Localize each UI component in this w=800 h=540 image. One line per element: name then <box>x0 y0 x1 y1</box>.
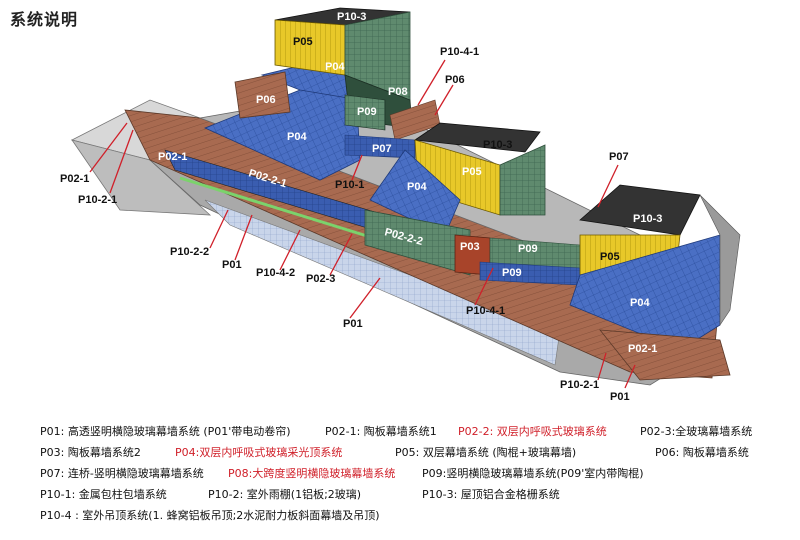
callout-p01-a: P01 <box>222 259 242 271</box>
legend-item-p09: P09:竖明横隐玻璃幕墙系统(P09'室内带陶棍) <box>422 467 644 480</box>
surface-p04-top: P04 <box>325 61 345 73</box>
surface-p08: P08 <box>388 86 408 98</box>
surface-p07: P07 <box>372 143 392 155</box>
legend-item-p03: P03: 陶板幕墙系统2 <box>40 446 141 459</box>
leader-p02-3 <box>329 233 353 276</box>
surface-p02-1: P02-1 <box>158 151 187 163</box>
surface-p02-1-right: P02-1 <box>628 343 657 355</box>
leader-p01-right <box>624 364 636 389</box>
mid-box-side <box>499 144 546 216</box>
legend-item-p02-1: P02-1: 陶板幕墙系统1 <box>325 425 437 438</box>
legend-item-p08: P08:大跨度竖明横隐玻璃幕墙系统 <box>228 467 396 480</box>
p06-box-top <box>234 71 291 119</box>
legend-item-p06: P06: 陶板幕墙系统 <box>655 446 749 459</box>
callout-p10-2-1-right: P10-2-1 <box>560 379 599 391</box>
legend-item-p10-4: P10-4 : 室外吊顶系统(1. 蜂窝铝板吊顶;2水泥耐力板斜面幕墙及吊顶) <box>40 509 380 522</box>
p09-top <box>344 94 386 131</box>
legend: P01: 高透竖明横隐玻璃幕墙系统 (P01'带电动卷帘) P02-1: 陶板幕… <box>40 423 790 528</box>
leader-p10-2-1-left <box>109 129 134 194</box>
callout-p10-2-2: P10-2-2 <box>170 246 209 258</box>
legend-row: P07: 连桥-竖明横隐玻璃幕墙系统 P08:大跨度竖明横隐玻璃幕墙系统 P09… <box>40 465 790 486</box>
leader-p10-2-1-right <box>597 352 607 381</box>
surface-p05-right: P05 <box>600 251 620 263</box>
callout-p10-1: P10-1 <box>335 179 364 191</box>
callout-lines <box>89 59 636 389</box>
leader-p06-top <box>434 84 454 116</box>
callout-p10-4-1-top: P10-4-1 <box>440 46 479 58</box>
glass-right <box>569 234 721 351</box>
legend-item-p10-2: P10-2: 室外雨棚(1铝板;2玻璃) <box>208 488 362 501</box>
legend-item-p10-1: P10-1: 金属包柱包墙系统 <box>40 488 167 501</box>
callout-p10-2-1-left: P10-2-1 <box>78 194 117 206</box>
surface-p05-top: P05 <box>293 36 313 48</box>
leader-p10-4-2 <box>279 229 301 271</box>
callout-p02-3: P02-3 <box>306 273 335 285</box>
legend-item-p01: P01: 高透竖明横隐玻璃幕墙系统 (P01'带电动卷帘) <box>40 425 291 438</box>
callout-p06-top: P06 <box>445 74 465 86</box>
leader-p01-b <box>349 277 381 319</box>
callout-p07-right: P07 <box>609 151 629 163</box>
surface-p10-3-top: P10-3 <box>337 11 366 23</box>
bridge-p07 <box>344 134 416 159</box>
surface-p10-3-right: P10-3 <box>633 213 662 225</box>
legend-row: P03: 陶板幕墙系统2 P04:双层内呼吸式玻璃采光顶系统 P05: 双层幕墙… <box>40 444 790 465</box>
surface-p05-mid: P05 <box>462 166 482 178</box>
callout-p02-1-left: P02-1 <box>60 173 89 185</box>
legend-item-p10-3: P10-3: 屋顶铝合金格栅系统 <box>422 488 560 501</box>
callout-p10-4-1-mid: P10-4-1 <box>466 305 505 317</box>
callout-p01-b: P01 <box>343 318 363 330</box>
terracotta-right <box>599 329 731 381</box>
legend-item-p02-2: P02-2: 双层内呼吸式玻璃系统 <box>458 425 607 438</box>
surface-p04-main: P04 <box>287 131 307 143</box>
surface-p09-mid: P09 <box>518 243 538 255</box>
leader-p10-4-1-top <box>417 59 446 106</box>
legend-item-p05: P05: 双层幕墙系统 (陶棍+玻璃幕墙) <box>395 446 577 459</box>
surface-p04-mid: P04 <box>407 181 427 193</box>
leader-p02-1-left <box>89 122 128 173</box>
legend-item-p02-3: P02-3:全玻璃幕墙系统 <box>640 425 753 438</box>
leader-p10-2-2 <box>209 209 229 249</box>
callout-p01-right: P01 <box>610 391 630 403</box>
surface-p09-low: P09 <box>502 267 522 279</box>
green-line <box>179 176 381 242</box>
leader-p07-right <box>597 164 619 208</box>
mid-box-roof <box>413 122 541 153</box>
surface-p09-top: P09 <box>357 106 377 118</box>
surface-p10-3-mid: P10-3 <box>483 139 512 151</box>
surface-p03: P03 <box>460 241 480 253</box>
surface-p04-right: P04 <box>630 297 650 309</box>
page-title: 系统说明 <box>10 10 79 29</box>
legend-item-p07: P07: 连桥-竖明横隐玻璃幕墙系统 <box>40 467 204 480</box>
leader-p01-a <box>234 214 253 261</box>
green-band-p02-2-2 <box>364 209 471 276</box>
leader-p10-1 <box>351 154 363 181</box>
right-gray-side <box>699 194 741 326</box>
leader-p10-4-1-mid <box>474 267 494 306</box>
surface-p06-top: P06 <box>256 94 276 106</box>
legend-row: P10-4 : 室外吊顶系统(1. 蜂窝铝板吊顶;2水泥耐力板斜面幕墙及吊顶) <box>40 507 790 528</box>
building-diagram: P02-1 P10-2-1 P10-2-2 P01 P10-4-2 P02-3 … <box>60 7 741 403</box>
legend-item-p04: P04:双层内呼吸式玻璃采光顶系统 <box>175 446 343 459</box>
callout-p10-4-2: P10-4-2 <box>256 267 295 279</box>
legend-row: P10-1: 金属包柱包墙系统 P10-2: 室外雨棚(1铝板;2玻璃) P10… <box>40 486 790 507</box>
legend-row: P01: 高透竖明横隐玻璃幕墙系统 (P01'带电动卷帘) P02-1: 陶板幕… <box>40 423 790 444</box>
